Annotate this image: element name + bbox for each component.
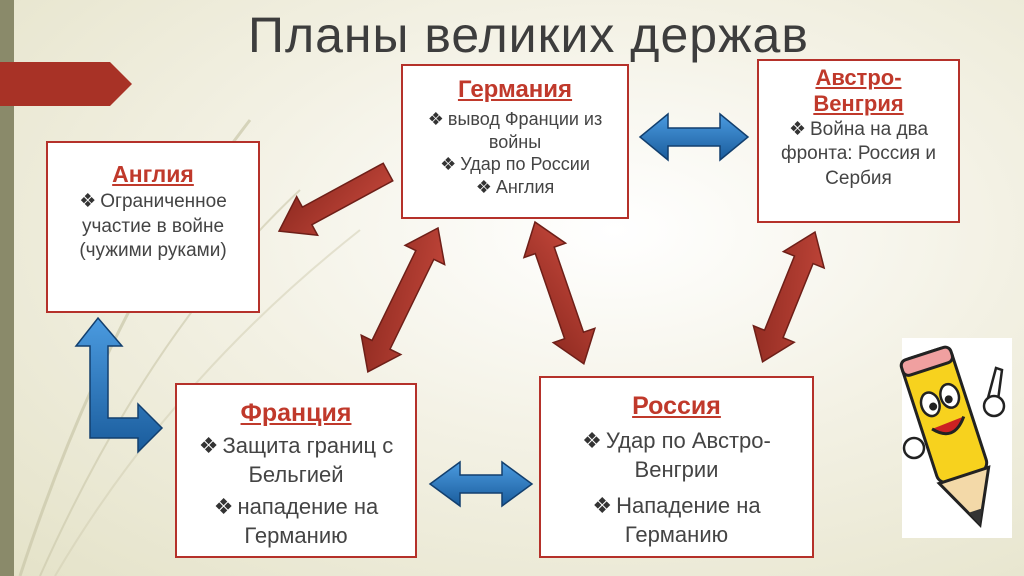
austria-hungary-box: Австро-Венгрия ❖Война на два фронта: Рос… (757, 59, 960, 223)
pencil-mascot-icon (899, 338, 1012, 538)
arrow-germany-russia (522, 220, 597, 366)
left-decor-strip (0, 0, 14, 576)
arrow-germany-to-england (277, 162, 394, 237)
france-box: Франция ❖Защита границ с Бельгией ❖напад… (175, 383, 417, 558)
arrow-england-france (74, 316, 164, 454)
germany-heading: Германия (457, 76, 573, 103)
arrow-germany-france (360, 226, 446, 373)
england-heading: Англия (112, 161, 194, 187)
france-heading: Франция (240, 399, 352, 427)
russia-item-2: ❖Нападение на Германию (592, 493, 761, 547)
austria-hungary-heading: Австро-Венгрия (813, 65, 904, 117)
page-title: Планы великих держав (248, 7, 809, 63)
arrow-austria-russia (752, 230, 826, 363)
germany-item-1: ❖вывод Франции из войны (427, 109, 603, 152)
arrow-france-russia (428, 460, 534, 508)
france-item-2: ❖нападение на Германию (213, 494, 379, 548)
russia-box: Россия ❖Удар по Австро-Венгрии ❖Нападени… (539, 376, 814, 558)
germany-item-3: ❖Англия (475, 176, 555, 197)
russia-item-1: ❖Удар по Австро-Венгрии (582, 428, 771, 482)
germany-box: Германия ❖вывод Франции из войны ❖Удар п… (401, 64, 629, 219)
france-item-1: ❖Защита границ с Бельгией (198, 433, 394, 487)
title-banner-arrow (0, 62, 132, 106)
austria-hungary-item-1: ❖Война на два фронта: Россия и Сербия (780, 118, 937, 190)
arrow-germany-austria (638, 112, 750, 162)
england-box: Англия ❖Ограниченное участие в войне (чу… (46, 141, 260, 313)
germany-item-2: ❖Удар по России (440, 154, 590, 174)
russia-heading: Россия (632, 392, 721, 420)
england-item-1: ❖Ограниченное участие в войне (чужими ру… (79, 191, 227, 262)
